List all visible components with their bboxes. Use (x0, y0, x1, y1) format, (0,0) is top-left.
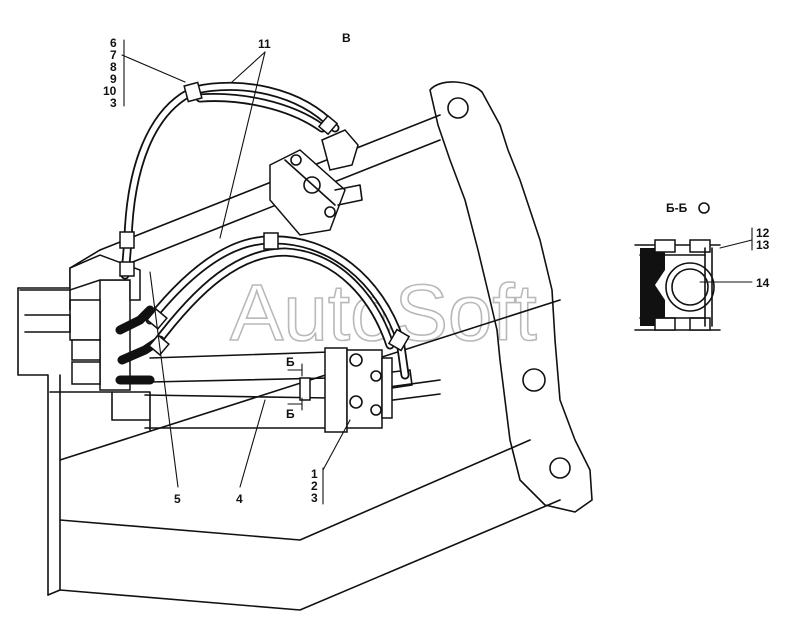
callout-10: 10 (103, 84, 117, 98)
callout-13: 13 (756, 238, 770, 252)
distributor-block (19, 254, 151, 421)
boom-arm (429, 81, 593, 513)
callout-14: 14 (756, 276, 770, 290)
section-detail (634, 202, 721, 331)
callout-1: 1 (311, 467, 318, 481)
callout-9: 9 (110, 72, 117, 86)
leader-lines (121, 39, 753, 505)
valve-block-upper (269, 129, 363, 236)
valve-block-lower (324, 347, 413, 433)
section-mark-lower: Б (286, 407, 295, 421)
callout-3-bottom: 3 (311, 491, 318, 505)
callout-8: 8 (110, 60, 117, 74)
section-title: Б-Б (666, 201, 688, 215)
callout-2: 2 (311, 479, 318, 493)
view-label: В (342, 31, 351, 45)
callout-5: 5 (174, 492, 181, 506)
fittings (119, 81, 411, 356)
section-mark-upper: Б (286, 355, 295, 369)
callout-11: 11 (258, 37, 271, 51)
section-arrows (287, 363, 303, 411)
callout-12: 12 (756, 226, 770, 240)
callout-3-top: 3 (110, 96, 117, 110)
callout-6: 6 (110, 36, 117, 50)
hoses (115, 81, 410, 385)
callout-4: 4 (236, 492, 243, 506)
callout-7: 7 (110, 48, 117, 62)
